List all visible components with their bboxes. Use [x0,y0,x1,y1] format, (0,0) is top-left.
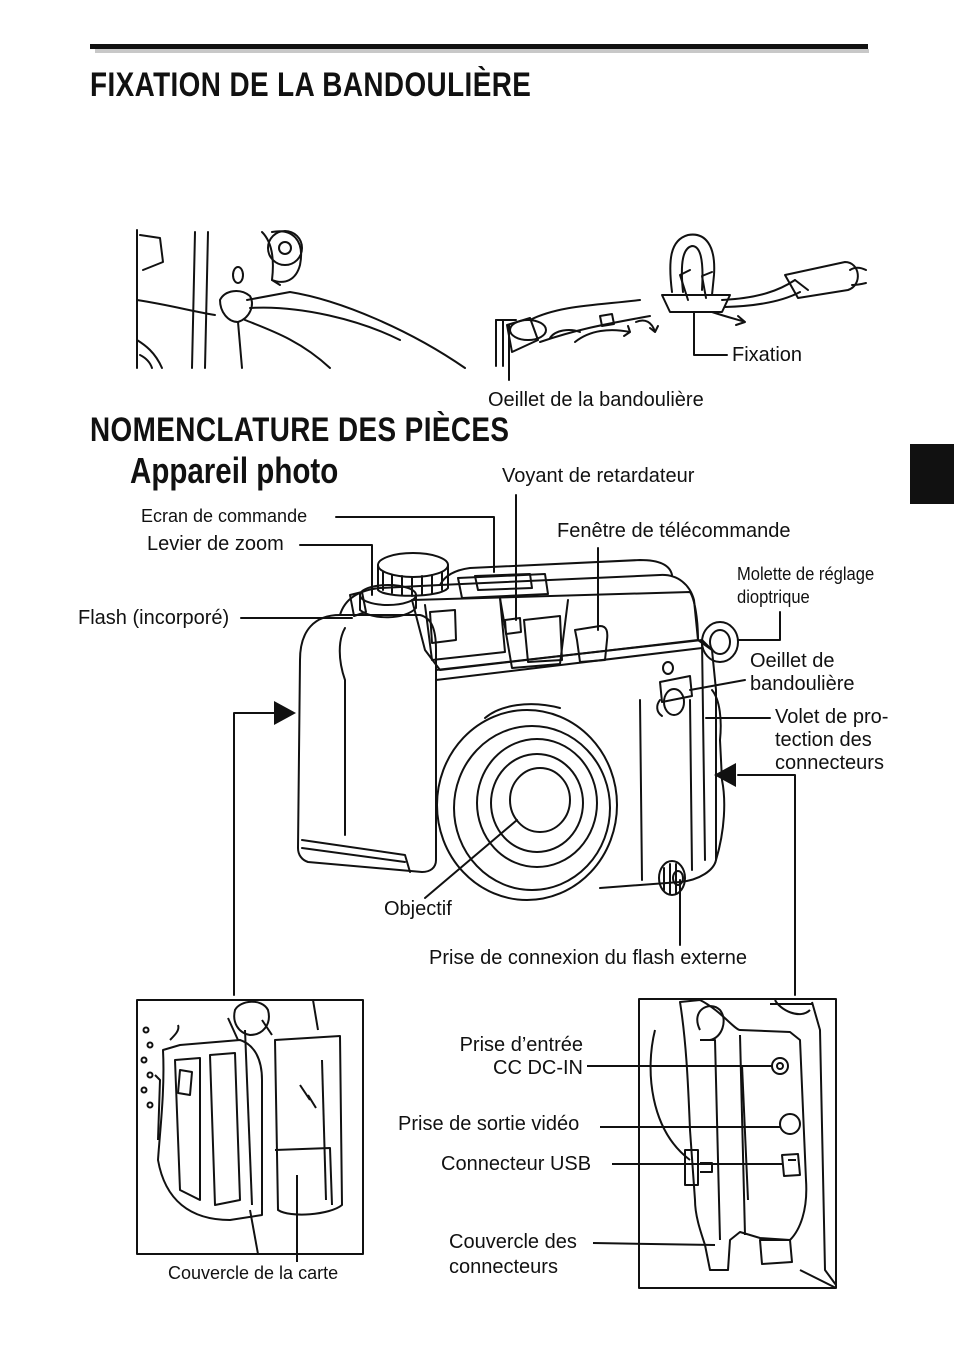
arrow-left-head [274,701,296,725]
leader-levier [300,545,372,595]
label-fenetre: Fenêtre de télécommande [557,520,791,542]
leader-ecran [336,517,494,572]
label-dcin-2: CC DC-IN [493,1057,583,1079]
leader-oeillet-side [690,680,745,690]
label-couvercle-carte: Couvercle de la carte [168,1263,339,1283]
label-volet-1: Volet de pro- [775,706,889,728]
detail-connectors [587,999,836,1288]
label-objectif: Objectif [384,898,452,920]
leader-molette [738,612,780,640]
label-voyant: Voyant de retardateur [502,465,695,487]
label-usb: Connecteur USB [441,1153,592,1175]
label-ecran: Ecran de commande [141,506,308,526]
arrow-right-head [714,763,736,787]
label-dcin-1: Prise d’entrée [459,1034,583,1056]
parts-section-title: NOMENCLATURE DES PIÈCES [90,411,510,449]
label-couvercle-conn-1: Couvercle des [449,1231,577,1253]
strap-figure-left [137,230,465,368]
label-prise-flash: Prise de connexion du flash externe [429,947,747,969]
leader-objectif [425,820,517,898]
label-molette-1: Molette de réglage [737,564,875,584]
strap-figure-right [496,235,866,366]
label-flash: Flash (incorporé) [78,607,230,629]
label-fixation: Fixation [732,344,803,366]
top-rule [90,44,868,49]
label-volet-2: tection des [775,729,872,751]
chapter-tab [910,444,954,504]
detail-card-cover [137,1000,363,1262]
arrow-right-line [738,775,795,995]
top-rule-shadow [95,49,869,53]
camera-main-figure [298,553,738,900]
label-volet-3: connecteurs [775,752,884,774]
label-molette-2: dioptrique [737,587,810,607]
label-couvercle-conn-2: connecteurs [449,1256,558,1278]
leader-couvercle-conn [593,1243,715,1245]
label-video: Prise de sortie vidéo [398,1113,580,1135]
label-oeillet-side-2: bandoulière [750,673,855,695]
strap-section-title: FIXATION DE LA BANDOULIÈRE [90,66,532,104]
label-oeillet-strap: Oeillet de la bandoulière [488,389,704,411]
label-levier: Levier de zoom [147,533,284,555]
label-oeillet-side-1: Oeillet de [750,650,835,672]
arrow-left-line [234,713,280,995]
leader-fixation [694,312,727,355]
camera-subtitle: Appareil photo [130,450,339,491]
